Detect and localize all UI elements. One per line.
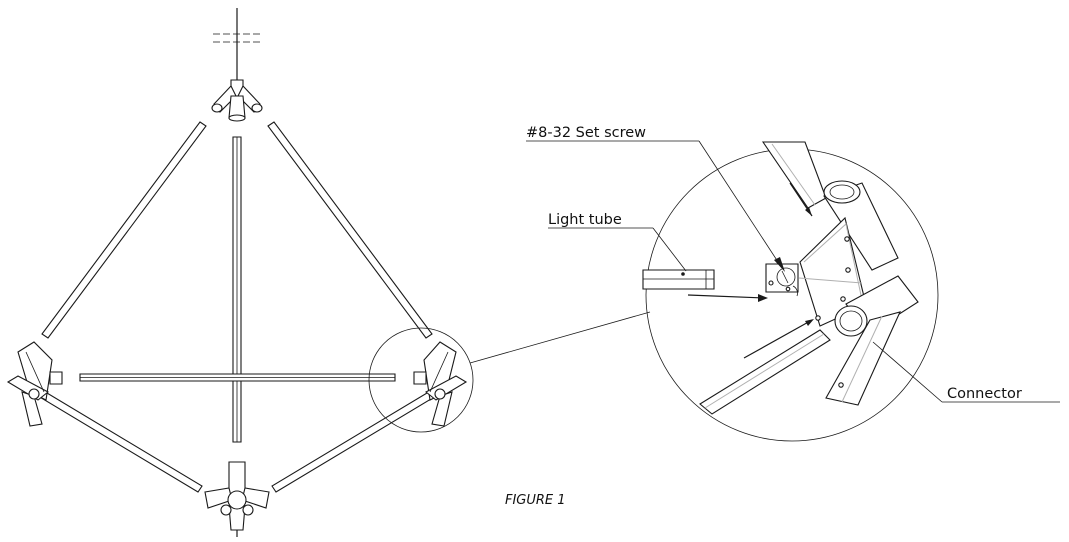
left-connector [6, 341, 63, 427]
left-tube [41, 121, 207, 339]
detail-callout-circle [368, 327, 474, 433]
lower-left-tube [37, 389, 203, 493]
detail-view [642, 141, 939, 442]
right-tube [267, 121, 433, 339]
frame-assembly [6, 8, 474, 537]
figure-caption: FIGURE 1 [505, 493, 566, 508]
light-tube-label: Light tube [548, 212, 622, 228]
bottom-connector [204, 461, 270, 537]
right-connector [413, 341, 468, 427]
label-set-screw: #8-32 Set screw [526, 125, 785, 272]
arrow-lower [743, 319, 813, 359]
light-tube-shape [642, 269, 715, 290]
arrow-light-tube [687, 294, 765, 299]
horizontal-tube [79, 373, 396, 382]
lower-right-tube [271, 389, 437, 493]
top-connector [211, 79, 263, 122]
vertical-tube [232, 136, 242, 443]
set-screw-label: #8-32 Set screw [526, 125, 646, 141]
label-light-tube: Light tube [548, 212, 687, 272]
top-mast [213, 8, 263, 82]
detail-leader-line [469, 311, 651, 364]
label-connector: Connector [872, 341, 1060, 403]
connector-label: Connector [947, 386, 1022, 402]
